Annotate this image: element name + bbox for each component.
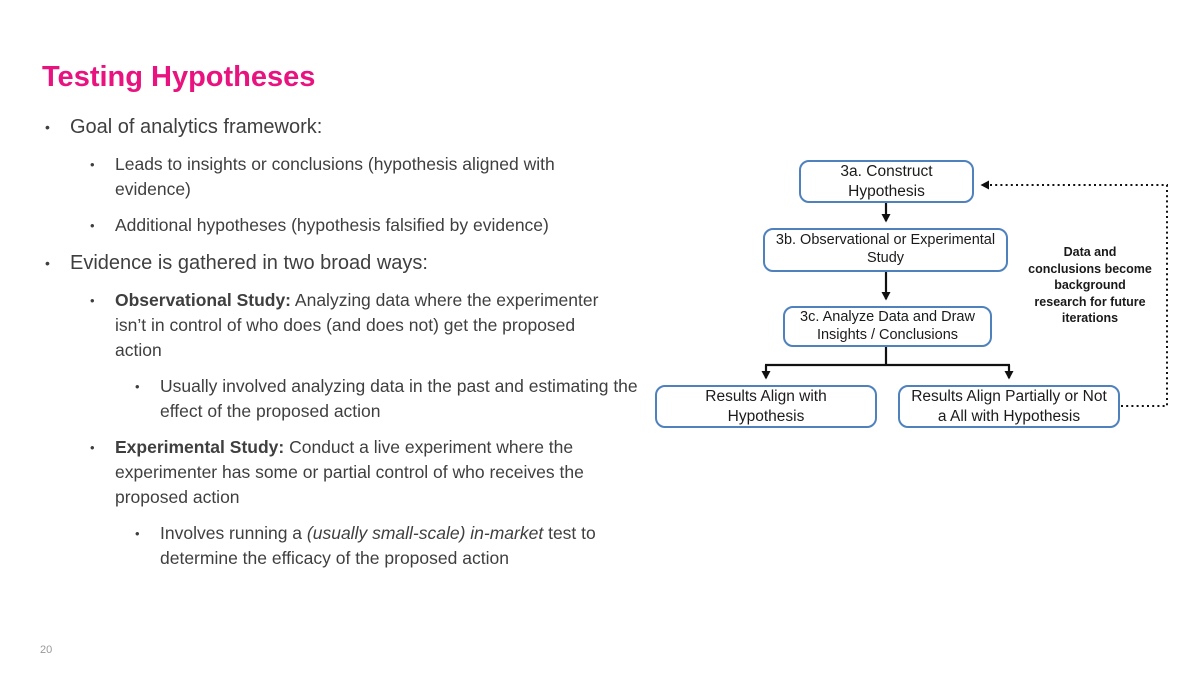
list-item-text: Involves running a (usually small-scale)… — [160, 521, 640, 571]
list-item-goal-sub1: • Leads to insights or conclusions (hypo… — [90, 152, 690, 202]
feedback-dotted-arrow — [980, 180, 1168, 407]
list-item-text: Usually involved analyzing data in the p… — [160, 376, 638, 421]
side-note-line: research for future — [1034, 294, 1146, 309]
list-item-text-rest: Conduct a live experiment where the expe… — [115, 437, 584, 507]
list-item-text: Leads to insights or conclusions (hypoth… — [115, 154, 555, 199]
bold-lead-text: Observational Study: — [115, 290, 292, 310]
list-item-experimental-sub: • Involves running a (usually small-scal… — [135, 521, 690, 571]
flow-box-results-partial: Results Align Partially or Not a All wit… — [898, 385, 1120, 428]
flow-box-results-align: Results Align with Hypothesis — [655, 385, 877, 428]
bullet-icon: • — [135, 526, 140, 541]
list-item-evidence: • Evidence is gathered in two broad ways… — [45, 249, 690, 277]
bold-lead-text: Experimental Study: — [115, 437, 285, 457]
page-number: 20 — [40, 644, 53, 656]
flow-side-note: Data and conclusions become background r… — [1010, 244, 1170, 327]
bullet-icon: • — [45, 255, 50, 271]
list-item-text: Evidence is gathered in two broad ways: — [70, 252, 428, 274]
bullet-icon: • — [45, 119, 50, 135]
list-item-text-pre: Involves running a — [160, 523, 307, 543]
flow-box-construct-hypothesis: 3a. Construct Hypothesis — [799, 160, 974, 203]
flow-box-analyze-data: 3c. Analyze Data and Draw Insights / Con… — [783, 306, 992, 347]
bullet-list: • Goal of analytics framework: • Leads t… — [0, 113, 690, 582]
bullet-icon: • — [90, 218, 95, 233]
list-item-text: Observational Study: Analyzing data wher… — [115, 288, 625, 363]
flowchart: 3a. Construct Hypothesis 3b. Observation… — [640, 150, 1185, 450]
list-item-text-post: test to determine the efficacy of the pr… — [160, 523, 596, 568]
list-item-observational: • Observational Study: Analyzing data wh… — [90, 288, 690, 363]
list-item-text: Additional hypotheses (hypothesis falsif… — [115, 215, 549, 235]
side-note-line: iterations — [1061, 311, 1119, 325]
list-item-goal: • Goal of analytics framework: — [45, 113, 690, 141]
list-item-text-rest: Analyzing data where the experimenter is… — [115, 290, 599, 360]
side-note-line: Data and — [1063, 245, 1117, 259]
list-item-text: Experimental Study: Conduct a live exper… — [115, 435, 605, 510]
branch-line — [765, 347, 1010, 367]
bullet-icon: • — [90, 293, 95, 308]
side-note-line: conclusions become — [1028, 261, 1152, 276]
flowchart-connectors — [761, 180, 1168, 407]
list-item-observational-sub: • Usually involved analyzing data in the… — [135, 374, 690, 424]
flow-box-observational-experimental: 3b. Observational or Experimental Study — [763, 228, 1008, 272]
bullet-icon: • — [135, 379, 140, 394]
page-title: Testing Hypotheses — [42, 61, 316, 94]
bullet-icon: • — [90, 157, 95, 172]
list-item-text: Goal of analytics framework: — [70, 116, 323, 138]
bullet-icon: • — [90, 440, 95, 455]
list-item-goal-sub2: • Additional hypotheses (hypothesis fals… — [90, 213, 690, 238]
side-note-line: background — [1054, 278, 1126, 292]
italic-text: (usually small-scale) in-market — [306, 523, 544, 543]
list-item-experimental: • Experimental Study: Conduct a live exp… — [90, 435, 690, 510]
